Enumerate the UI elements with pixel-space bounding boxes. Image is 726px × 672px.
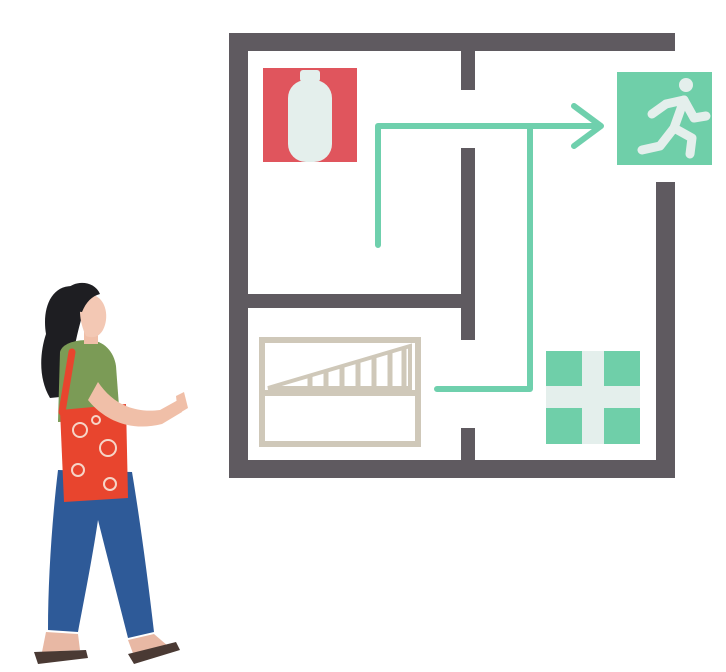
pants	[48, 470, 154, 638]
fire-extinguisher-sign	[263, 68, 357, 162]
wall-inner-top-stub	[461, 48, 475, 90]
left-sandal	[34, 650, 88, 664]
left-foot	[42, 632, 80, 652]
fire-extinguisher-icon	[288, 70, 332, 162]
face	[79, 294, 107, 338]
first-aid-cross-icon	[546, 351, 640, 444]
running-person-exit-icon	[637, 78, 711, 159]
arm	[88, 382, 182, 427]
woman-illustration	[34, 282, 188, 664]
right-sandal	[128, 642, 180, 664]
wall-partition	[229, 294, 475, 308]
stairs-icon	[259, 337, 421, 447]
wall-inner-bottom-stub	[461, 428, 475, 468]
floor-plan	[229, 33, 675, 478]
hair	[41, 286, 90, 398]
wall-top	[229, 33, 675, 51]
hand-pointing	[176, 392, 188, 414]
escape-route	[375, 103, 604, 392]
bag-flower-pattern	[71, 415, 117, 491]
route-arrow-head	[571, 103, 604, 149]
right-foot	[128, 634, 168, 656]
hair-top	[66, 282, 100, 312]
emergency-exit-sign	[617, 72, 712, 165]
wall-right-lower	[656, 182, 675, 478]
wall-bottom	[229, 460, 675, 478]
route-line-lower-room	[434, 123, 533, 392]
bag-strap	[58, 348, 76, 416]
wall-inner-middle	[461, 148, 475, 340]
wall-left	[229, 33, 248, 478]
route-line-upper-room	[375, 123, 603, 248]
first-aid-sign	[546, 351, 640, 444]
